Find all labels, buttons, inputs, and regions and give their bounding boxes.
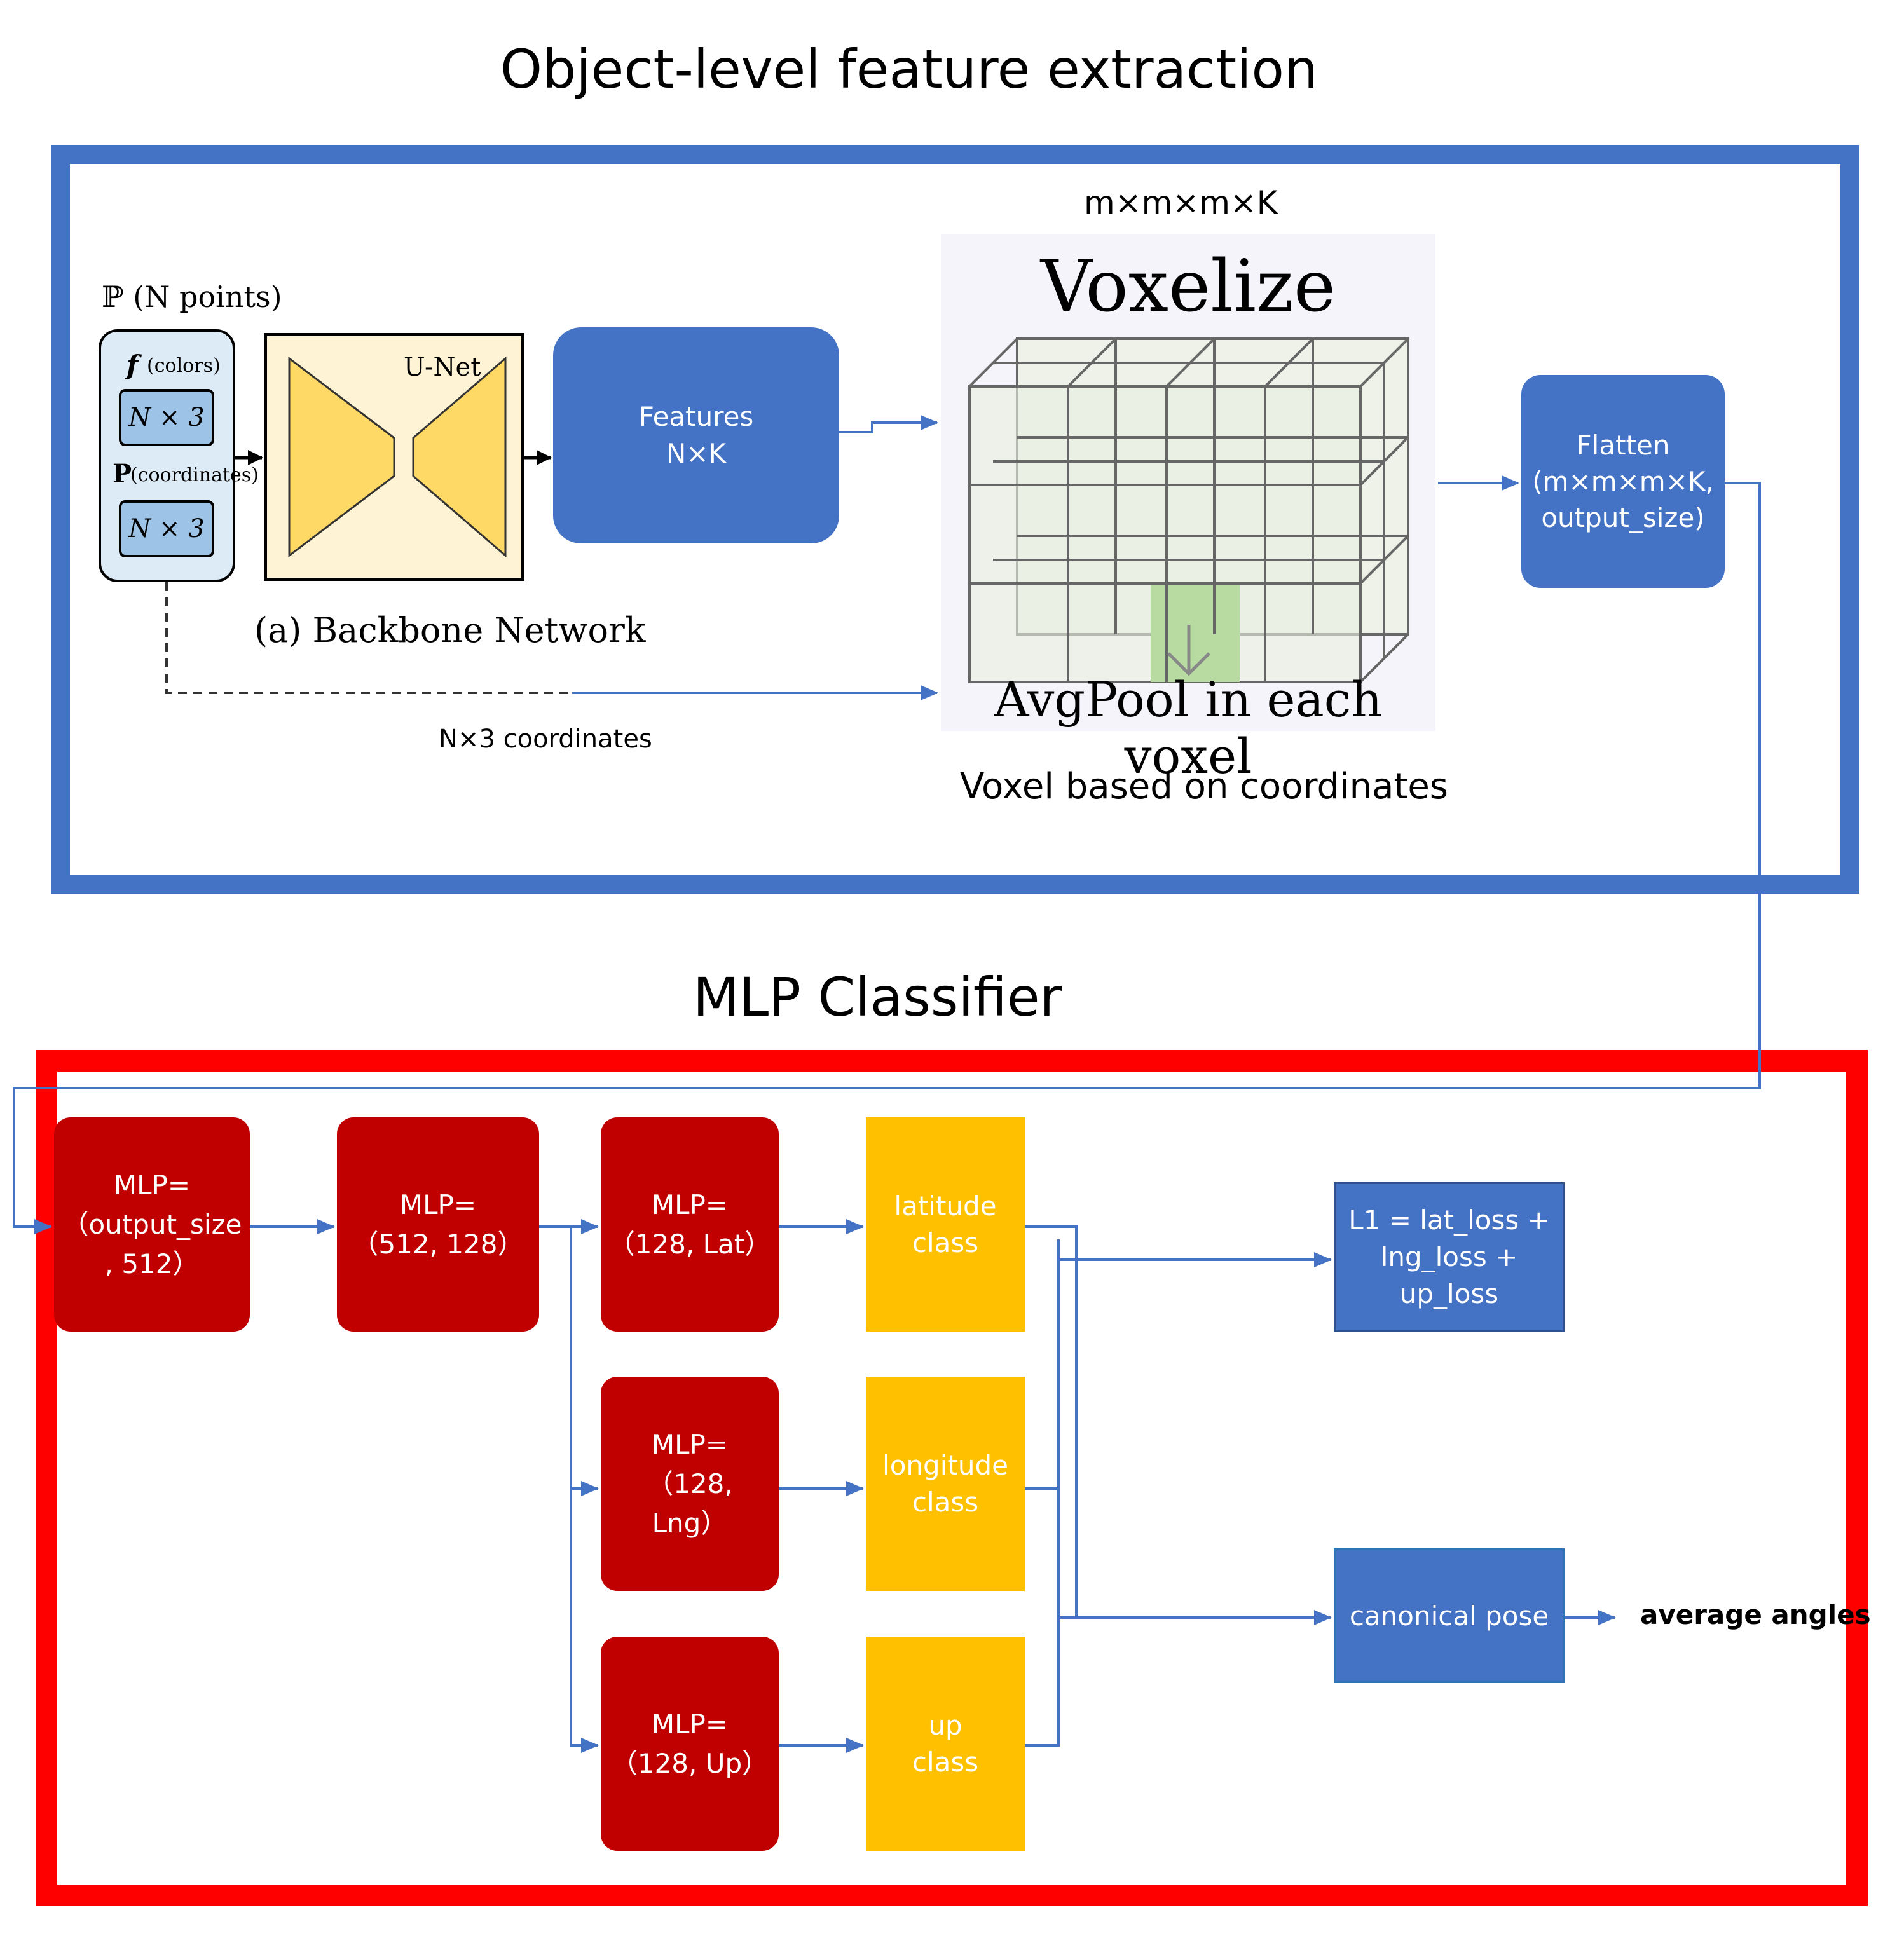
mlp-512-128-box: MLP= （512, 128） (337, 1117, 539, 1332)
bottom-section-title: MLP Classifier (692, 966, 1062, 1028)
mlp-lng-box: MLP= （128, Lng） (601, 1377, 779, 1591)
coordinates-label: N×3 coordinates (439, 725, 652, 754)
f-symbol: f (127, 350, 139, 381)
p-coordinates-label: (coordinates) (130, 464, 259, 486)
longitude-class-box: longitude class (866, 1377, 1025, 1591)
voxelize-panel: Voxelize AvgPool in (941, 234, 1435, 784)
top-section-title: Object-level feature extraction (500, 38, 1318, 100)
unet-block: U-Net (264, 333, 524, 581)
features-box: Features N×K (553, 327, 839, 543)
backbone-caption: (a) Backbone Network (254, 610, 646, 650)
input-block: f (colors) N × 3 P (coordinates) N × 3 (99, 329, 259, 582)
voxel-grid-icon (968, 337, 1409, 683)
p-dim-box: N × 3 (119, 500, 214, 557)
flatten-box: Flatten (m×m×m×K, output_size) (1521, 375, 1725, 588)
mlp-output-size-box: MLP= （output_size , 512） (54, 1117, 250, 1332)
voxel-dims-label: m×m×m×K (1084, 184, 1278, 221)
canonical-pose-box: canonical pose (1334, 1548, 1565, 1683)
mlp-classifier-frame (36, 1050, 1868, 1906)
voxelize-heading: Voxelize (1040, 245, 1336, 328)
unet-label: U-Net (404, 353, 481, 382)
points-label: ℙ (N points) (102, 280, 282, 314)
latitude-class-box: latitude class (866, 1117, 1025, 1332)
avgpool-label: AvgPool in each voxel (994, 671, 1383, 784)
unet-shape-icon (288, 356, 507, 558)
p-symbol: P (113, 459, 132, 489)
feature-extraction-frame (51, 145, 1859, 894)
up-class-box: up class (866, 1637, 1025, 1851)
average-angles-label: average angles (1640, 1599, 1871, 1630)
mlp-lat-box: MLP= （128, Lat） (601, 1117, 779, 1332)
voxel-caption: Voxel based on coordinates (960, 766, 1448, 807)
mlp-up-box: MLP= （128, Up） (601, 1637, 779, 1851)
f-dim-box: N × 3 (119, 389, 214, 446)
loss-box: L1 = lat_loss + lng_loss + up_loss (1334, 1182, 1565, 1332)
f-colors-label: (colors) (147, 355, 221, 377)
